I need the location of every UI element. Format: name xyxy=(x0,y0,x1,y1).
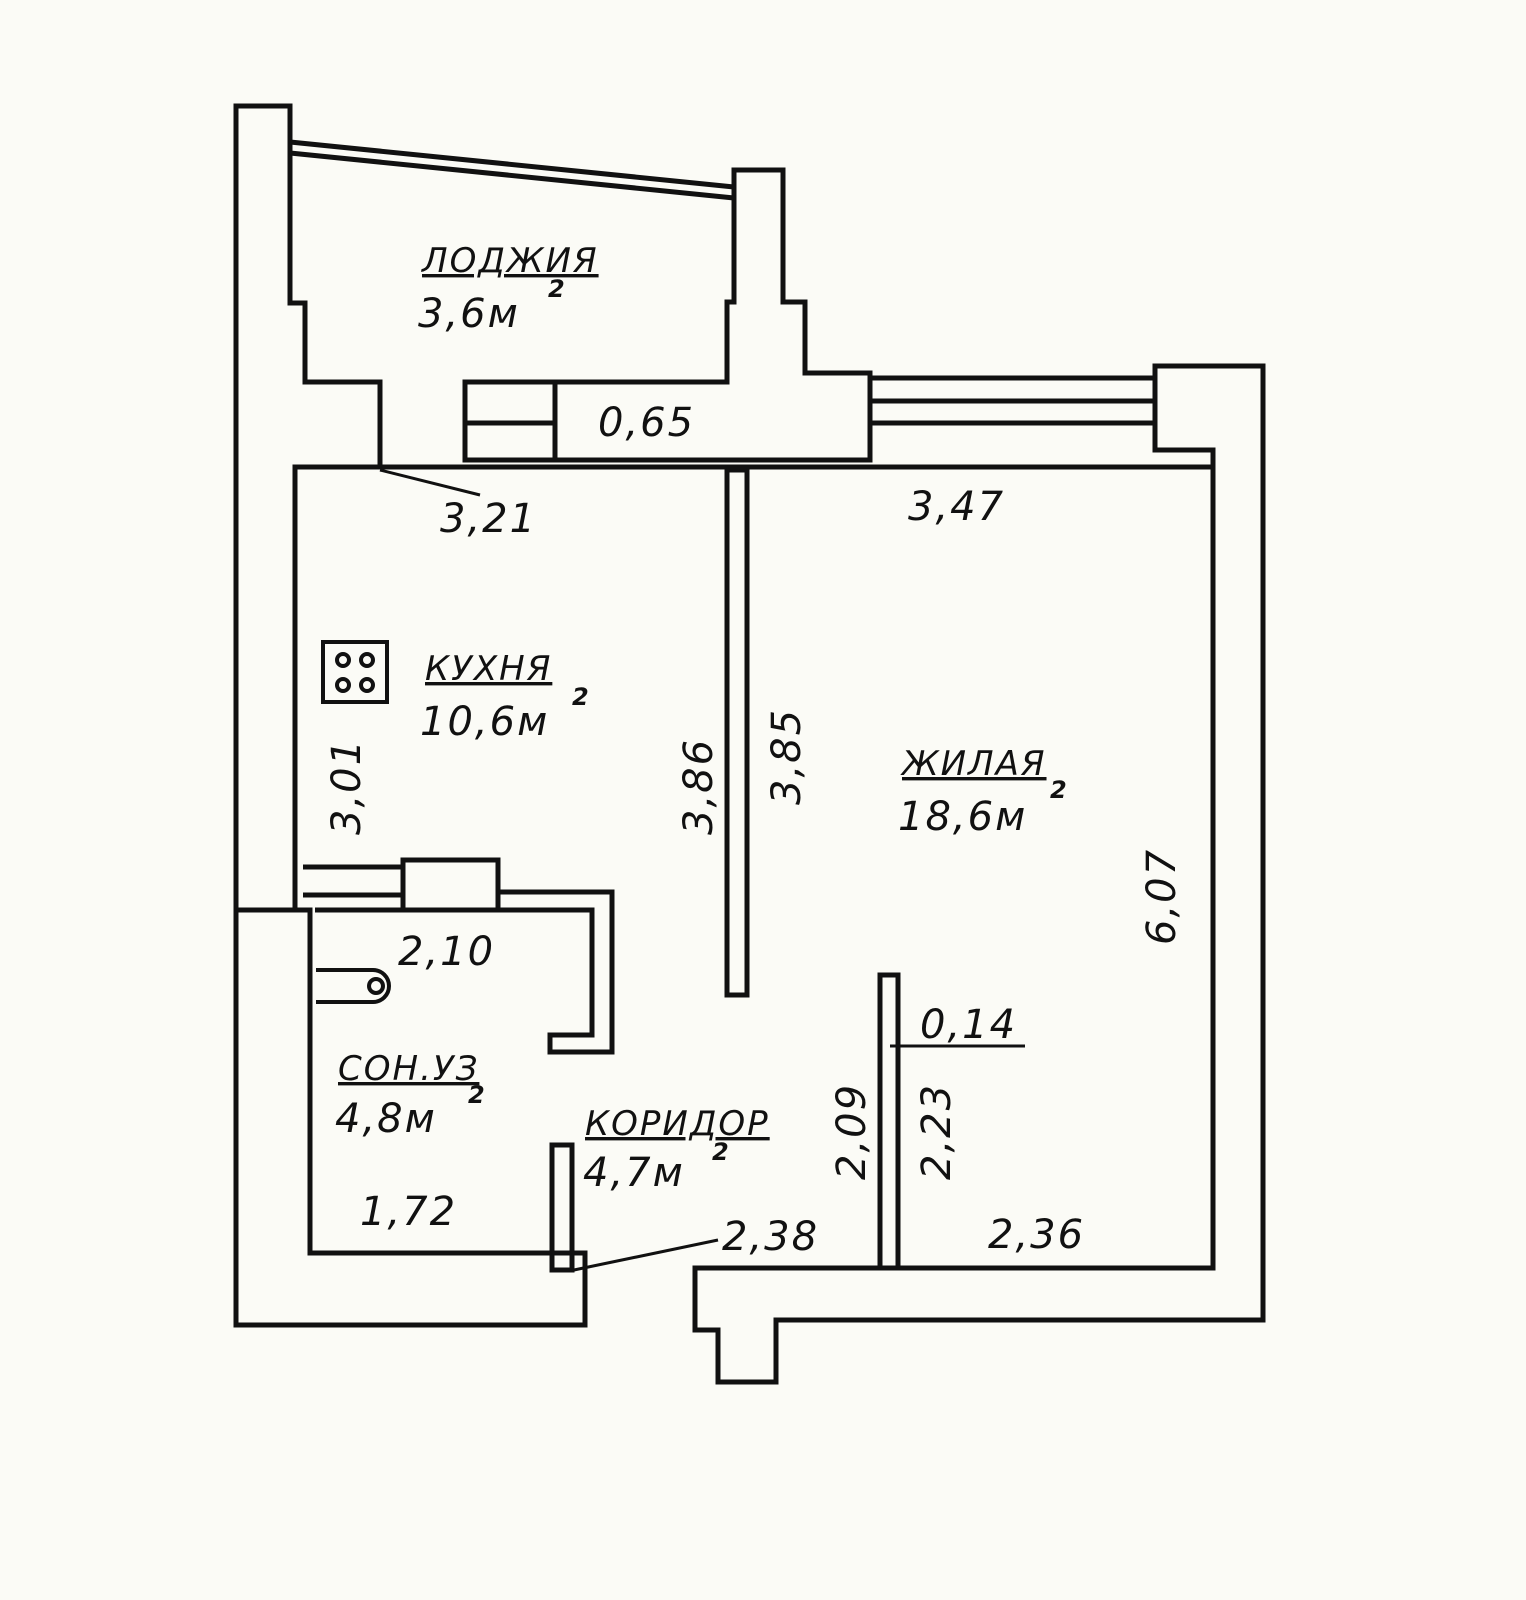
right-outer-wall xyxy=(692,363,1266,1385)
loggia-area: 3,6м xyxy=(418,291,520,337)
kitchen-living-partition xyxy=(724,467,750,998)
living-partition xyxy=(877,972,901,1271)
dim-living-depth: 6,07 xyxy=(1139,848,1185,945)
kitchen-area-sup: 2 xyxy=(572,683,591,711)
bathroom-area-sup: 2 xyxy=(468,1081,487,1109)
central-pier xyxy=(552,167,873,463)
corridor-area: 4,7м xyxy=(583,1150,685,1196)
dim-living-depth-left: 3,85 xyxy=(764,708,810,805)
dim-kitchen-side: 3,01 xyxy=(324,738,370,835)
dim-loggia-door: 0,65 xyxy=(598,400,695,446)
living-name: ЖИЛАЯ xyxy=(900,744,1047,784)
dim-corridor-depth: 2,09 xyxy=(829,1083,875,1180)
dim-kitchen-width: 3,21 xyxy=(440,496,537,542)
dim-kitchen-depth: 3,86 xyxy=(676,738,722,835)
corridor-area-sup: 2 xyxy=(712,1138,731,1166)
dim-living-width: 3,47 xyxy=(908,484,1005,530)
kitchen-area: 10,6м xyxy=(420,699,549,745)
living-area: 18,6м xyxy=(898,794,1027,840)
corridor-wall xyxy=(549,1142,575,1273)
loggia-glazing xyxy=(289,139,735,190)
bathroom-name: СОН.УЗ xyxy=(338,1049,479,1089)
loggia-area-sup: 2 xyxy=(548,275,567,303)
dim-living-lower: 2,23 xyxy=(914,1083,960,1180)
bathroom-door-wall xyxy=(498,889,615,1055)
bathroom-area: 4,8м xyxy=(335,1096,437,1142)
dim-partition-thickness: 0,14 xyxy=(920,1002,1017,1048)
dim-living-bottom: 2,36 xyxy=(988,1212,1085,1258)
ventilation-shaft xyxy=(400,857,501,913)
loggia-name: ЛОДЖИЯ xyxy=(420,241,599,281)
dim-bathroom-width: 2,10 xyxy=(398,929,495,975)
kitchen-name: КУХНЯ xyxy=(425,649,552,689)
lower-left-wall xyxy=(233,907,588,1328)
corridor-name: КОРИДОР xyxy=(585,1104,770,1144)
living-area-sup: 2 xyxy=(1050,776,1069,804)
stove-icon xyxy=(321,640,389,704)
dim-corridor-width: 2,38 xyxy=(722,1214,819,1260)
toilet-icon xyxy=(316,968,391,1004)
dim-bathroom-bottom: 1,72 xyxy=(360,1189,457,1235)
